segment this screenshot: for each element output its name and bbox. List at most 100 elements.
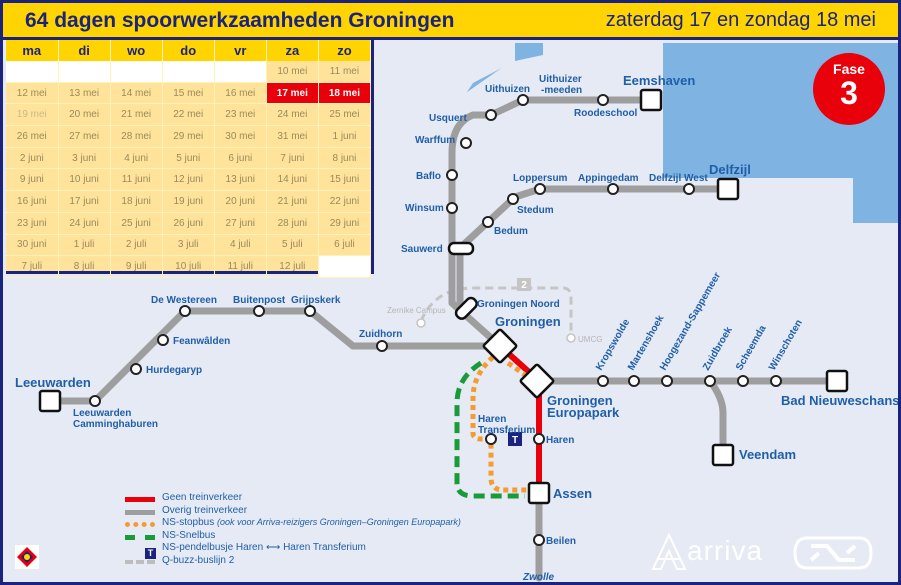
calendar-date-cell[interactable]: 31 mei [266, 125, 319, 148]
calendar-date-cell[interactable]: 12 juni [162, 168, 215, 192]
calendar-date-cell[interactable]: 16 juni [6, 190, 59, 213]
calendar-date-cell[interactable]: 27 juni [214, 212, 267, 235]
station-stedum[interactable] [507, 193, 519, 205]
calendar-date-cell[interactable]: 12 juli [266, 255, 319, 278]
station-martenshoek[interactable] [628, 375, 640, 387]
calendar-date-cell[interactable]: 1 juni [318, 125, 372, 148]
station-appingedam[interactable] [607, 183, 619, 195]
calendar-date-cell[interactable]: 23 mei [214, 103, 267, 127]
station-baflo[interactable] [446, 169, 458, 181]
station-loppersum[interactable] [534, 183, 546, 195]
calendar-date-cell[interactable]: 5 juli [266, 234, 319, 257]
station-groningen-noord[interactable] [454, 296, 479, 321]
station-de-westereen[interactable] [179, 305, 191, 317]
calendar-date-cell[interactable]: 15 juni [318, 168, 372, 192]
calendar-date-cell[interactable] [110, 61, 163, 83]
calendar-date-cell[interactable]: 10 juni [58, 168, 111, 192]
calendar-date-cell[interactable] [6, 61, 59, 83]
calendar-date-cell[interactable]: 28 mei [110, 125, 163, 148]
station-buitenpost[interactable] [253, 305, 265, 317]
station-leeuwarden[interactable] [38, 389, 62, 413]
calendar-date-cell[interactable]: 17 juni [58, 190, 111, 213]
station-groningen[interactable] [482, 328, 518, 364]
calendar-date-cell[interactable]: 14 mei [110, 82, 163, 105]
calendar-date-cell[interactable]: 19 juni [162, 190, 215, 213]
station-winsum[interactable] [446, 202, 458, 214]
calendar-date-cell[interactable]: 29 mei [162, 125, 215, 148]
station-kropswolde[interactable] [597, 375, 609, 387]
station-winschoten[interactable] [770, 375, 782, 387]
station-veendam[interactable] [711, 443, 735, 467]
calendar-date-cell[interactable]: 8 juni [318, 147, 372, 170]
calendar-date-cell[interactable]: 7 juli [6, 255, 59, 278]
calendar-date-cell[interactable] [214, 61, 267, 83]
calendar-date-cell[interactable]: 15 mei [162, 82, 215, 105]
calendar-date-cell[interactable]: 23 juni [6, 212, 59, 235]
calendar-date-cell[interactable]: 21 juni [266, 190, 319, 213]
station-hurdegaryp[interactable] [130, 363, 142, 375]
calendar-date-cell[interactable]: 6 juli [318, 234, 372, 257]
calendar-date-cell[interactable]: 10 juli [162, 255, 215, 278]
stop-zernike[interactable] [416, 318, 426, 328]
calendar-date-cell[interactable]: 14 juni [266, 168, 319, 192]
calendar-date-cell[interactable]: 9 juni [6, 168, 59, 192]
station-bad-nieuweschans[interactable] [825, 369, 849, 393]
calendar-date-cell[interactable]: 8 juli [58, 255, 111, 278]
calendar-date-cell[interactable]: 25 mei [318, 103, 372, 127]
calendar-date-cell[interactable]: 7 juni [266, 147, 319, 170]
calendar-date-cell[interactable]: 19 mei [6, 103, 59, 127]
calendar-date-cell[interactable]: 13 mei [58, 82, 111, 105]
calendar-date-cell[interactable]: 30 mei [214, 125, 267, 148]
calendar-date-cell[interactable]: 4 juli [214, 234, 267, 257]
station-haren[interactable] [533, 433, 545, 445]
calendar-date-cell[interactable]: 29 juni [318, 212, 372, 235]
calendar-date-cell[interactable]: 22 juni [318, 190, 372, 213]
station-uithuizermeeden[interactable] [517, 94, 529, 106]
calendar-date-cell[interactable]: 27 mei [58, 125, 111, 148]
station-roodeschool[interactable] [597, 94, 609, 106]
calendar-date-cell[interactable] [162, 61, 215, 83]
calendar-date-cell[interactable]: 24 juni [58, 212, 111, 235]
calendar-date-cell[interactable]: 25 juni [110, 212, 163, 235]
calendar-date-cell[interactable]: 4 juni [110, 147, 163, 170]
station-feanwalden[interactable] [157, 334, 169, 346]
calendar-date-cell[interactable]: 17 mei [266, 82, 319, 105]
station-eemshaven[interactable] [639, 88, 663, 112]
calendar-date-cell[interactable]: 10 mei [266, 61, 319, 83]
station-zuidbroek[interactable] [704, 375, 716, 387]
station-haren-transferium[interactable] [485, 433, 497, 445]
calendar-date-cell[interactable]: 3 juni [58, 147, 111, 170]
calendar-date-cell[interactable]: 26 mei [6, 125, 59, 148]
calendar-date-cell[interactable]: 22 mei [162, 103, 215, 127]
calendar-date-cell[interactable]: 11 mei [318, 61, 372, 83]
calendar-date-cell[interactable]: 9 juli [110, 255, 163, 278]
station-assen[interactable] [527, 481, 551, 505]
calendar-date-cell[interactable]: 2 juni [6, 147, 59, 170]
station-groningen-europapark[interactable] [519, 363, 555, 399]
calendar-date-cell[interactable]: 24 mei [266, 103, 319, 127]
calendar-date-cell[interactable]: 28 juni [266, 212, 319, 235]
calendar-date-cell[interactable]: 21 mei [110, 103, 163, 127]
calendar-date-cell[interactable]: 20 juni [214, 190, 267, 213]
calendar-date-cell[interactable]: 3 juli [162, 234, 215, 257]
calendar-date-cell[interactable]: 12 mei [6, 82, 59, 105]
calendar-date-cell[interactable]: 13 juni [214, 168, 267, 192]
station-uithuizen[interactable] [485, 109, 497, 121]
calendar-date-cell[interactable]: 6 juni [214, 147, 267, 170]
station-delfzijl-west[interactable] [683, 183, 695, 195]
calendar-date-cell[interactable]: 18 juni [110, 190, 163, 213]
calendar-date-cell[interactable]: 20 mei [58, 103, 111, 127]
calendar-date-cell[interactable]: 5 juni [162, 147, 215, 170]
station-beilen[interactable] [533, 534, 545, 546]
calendar-date-cell[interactable] [58, 61, 111, 83]
calendar-date-cell[interactable]: 11 juni [110, 168, 163, 192]
station-delfzijl[interactable] [716, 177, 740, 201]
calendar-date-cell[interactable]: 1 juli [58, 234, 111, 257]
calendar-date-cell[interactable] [318, 255, 372, 278]
calendar-date-cell[interactable]: 2 juli [110, 234, 163, 257]
station-scheemda[interactable] [737, 375, 749, 387]
station-warffum[interactable] [460, 137, 472, 149]
stop-umcg[interactable] [566, 333, 576, 343]
station-zuidhorn[interactable] [376, 340, 388, 352]
station-leeuwarden-camminghaburen[interactable] [89, 395, 101, 407]
